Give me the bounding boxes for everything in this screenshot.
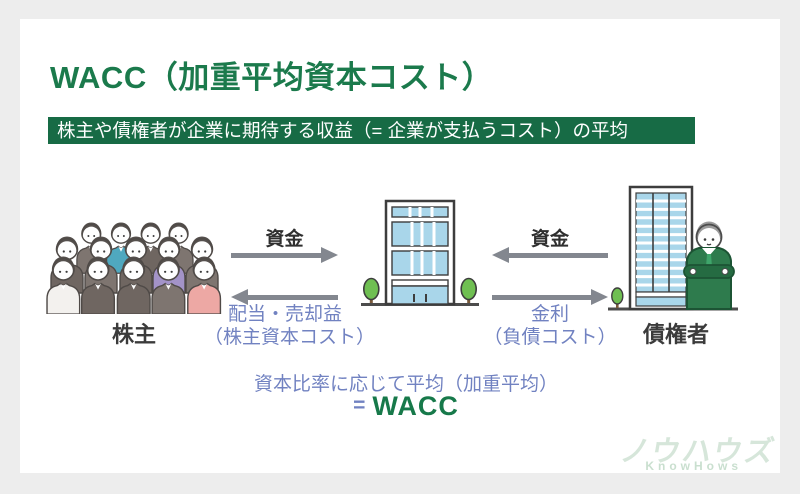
tree-icon [363, 277, 380, 303]
tree-icon [460, 277, 477, 303]
tree-icon [611, 287, 624, 308]
banker-figure [683, 221, 735, 310]
left-funds-label: 資金 [265, 229, 304, 250]
arrow-head-left-icon [492, 247, 509, 263]
arrow-head-left-icon [231, 289, 248, 305]
funds-from-creditors-arrow [492, 247, 608, 263]
page-title: WACC（加重平均資本コスト） [50, 60, 494, 95]
equals-sign: = [353, 394, 366, 417]
equity-cost-label: 配当・売却益 （株主資本コスト） [204, 303, 376, 349]
equity-cost-line1: 配当・売却益 [227, 304, 342, 325]
dividends-to-shareholders-arrow [231, 289, 338, 305]
weighted-average-note: 資本比率に応じて平均（加重平均） [253, 374, 558, 395]
debt-cost-label: 金利 （負債コスト） [464, 303, 636, 349]
debt-cost-line2: （負債コスト） [483, 327, 617, 348]
arrow-shaft [245, 294, 338, 300]
company-building-illustration [361, 199, 479, 306]
funds-to-company-arrow [231, 247, 338, 263]
wacc-result: = WACC [250, 391, 562, 422]
arrow-shaft [231, 252, 324, 258]
arrow-shaft [492, 294, 594, 300]
wacc-text: WACC [372, 391, 459, 421]
subtitle-banner: 株主や債権者が企業に期待する収益（= 企業が支払うコスト）の平均 [48, 117, 695, 144]
arrow-head-right-icon [591, 289, 608, 305]
creditors-label: 債権者 [642, 322, 709, 347]
equity-cost-line2: （株主資本コスト） [204, 327, 376, 348]
shareholders-crowd-illustration [46, 221, 222, 314]
creditors-illustration [608, 185, 738, 311]
shareholders-label: 株主 [111, 322, 156, 347]
debt-cost-line1: 金利 [530, 304, 569, 325]
arrow-shaft [506, 252, 608, 258]
knowhows-logo-latin: KnowHows [645, 459, 742, 473]
arrow-head-right-icon [321, 247, 338, 263]
interest-to-creditors-arrow [492, 289, 608, 305]
right-funds-label: 資金 [530, 229, 569, 250]
